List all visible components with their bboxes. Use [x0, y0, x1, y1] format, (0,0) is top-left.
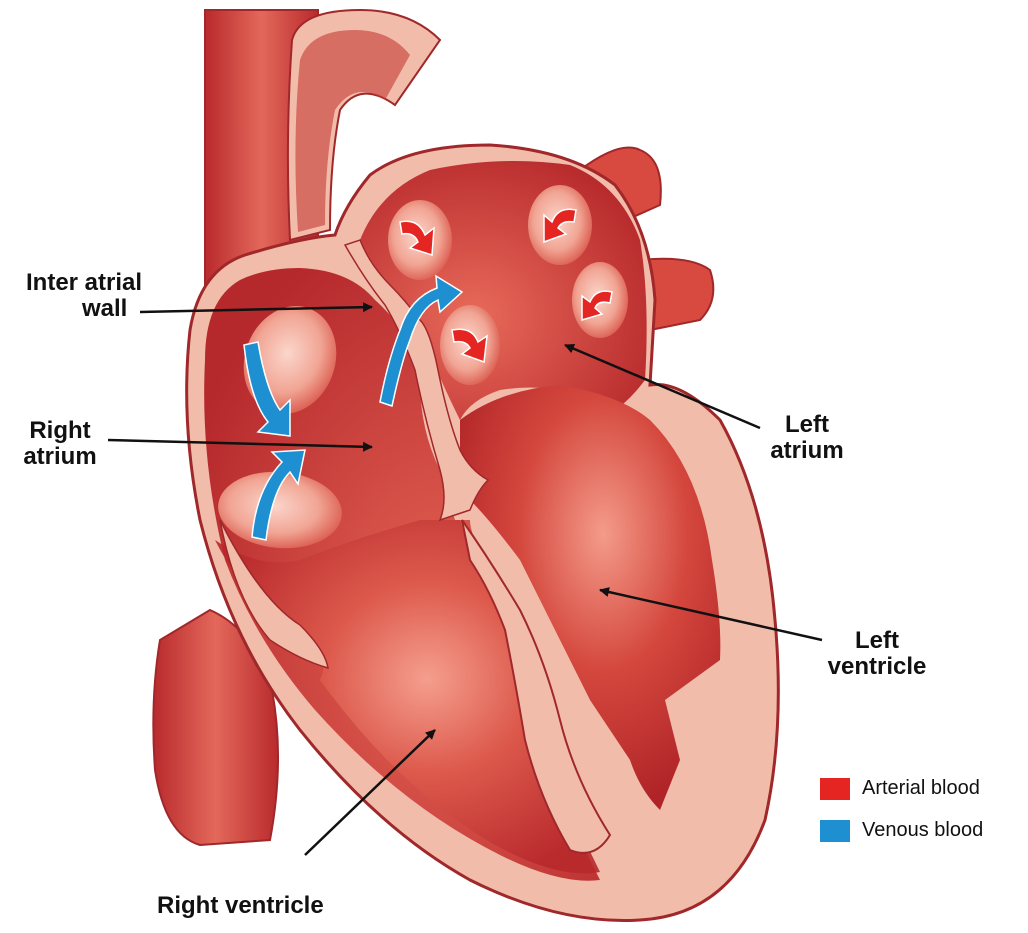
legend-swatch-venous — [820, 820, 850, 842]
legend-swatch-arterial — [820, 778, 850, 800]
label-right-atrium: Right atrium — [18, 418, 102, 470]
legend-item-venous: Venous blood — [820, 819, 983, 842]
legend-label-venous: Venous blood — [862, 819, 983, 842]
label-right-ventricle: Right ventricle — [157, 893, 324, 919]
label-left-ventricle-line2: ventricle — [812, 654, 942, 680]
label-inter-atrial-wall: Inter atrial wall — [26, 270, 142, 322]
label-left-ventricle-line1: Left — [812, 628, 942, 654]
label-left-atrium-line2: atrium — [752, 438, 862, 464]
label-left-atrium: Left atrium — [752, 412, 862, 464]
label-left-ventricle: Left ventricle — [812, 628, 942, 680]
label-right-atrium-line1: Right — [18, 418, 102, 444]
legend-item-arterial: Arterial blood — [820, 777, 980, 800]
label-left-atrium-line1: Left — [752, 412, 862, 438]
label-right-atrium-line2: atrium — [18, 444, 102, 470]
label-inter-atrial-wall-line1: Inter atrial — [26, 270, 142, 296]
label-inter-atrial-wall-line2: wall — [26, 296, 142, 322]
legend-label-arterial: Arterial blood — [862, 777, 980, 800]
